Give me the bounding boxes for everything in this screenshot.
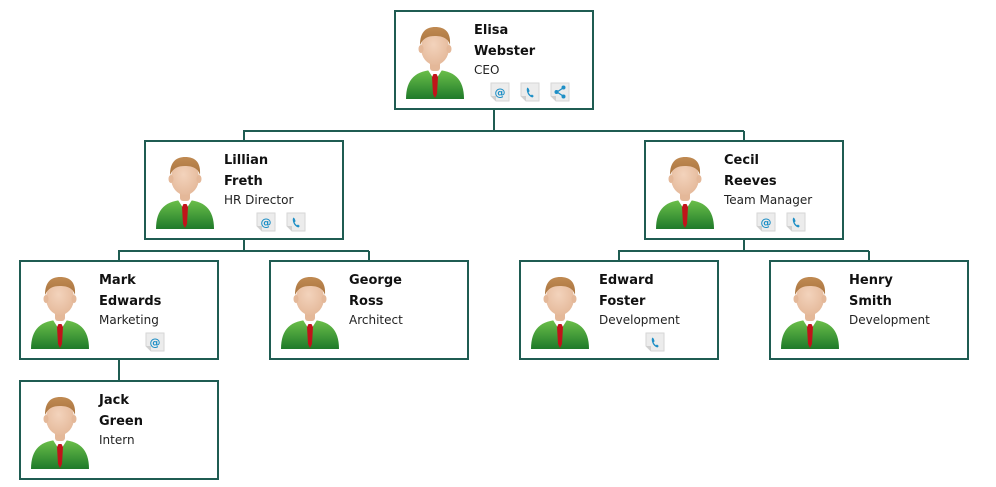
last-name: Reeves: [724, 174, 777, 189]
last-name: Webster: [474, 44, 536, 59]
job-title: Development: [599, 313, 680, 327]
person-card[interactable]: George Ross Architect: [269, 260, 469, 360]
phone-icon[interactable]: [786, 212, 806, 232]
phone-icon[interactable]: [286, 212, 306, 232]
first-name: Cecil: [724, 153, 759, 168]
person-avatar: [154, 151, 216, 231]
phone-icon[interactable]: [520, 82, 540, 102]
first-name: Jack: [99, 393, 129, 408]
first-name: Elisa: [474, 23, 509, 38]
last-name: Foster: [599, 294, 646, 309]
email-icon[interactable]: @: [145, 332, 165, 352]
svg-text:@: @: [761, 216, 772, 229]
job-title: Architect: [349, 313, 403, 327]
connector-cecil-to-reports: [618, 239, 870, 261]
first-name: Lillian: [224, 153, 269, 168]
first-name: Henry: [849, 273, 893, 288]
person-avatar: [279, 271, 341, 351]
email-icon[interactable]: @: [756, 212, 776, 232]
job-title: HR Director: [224, 193, 294, 207]
person-card[interactable]: Cecil Reeves Team Manager @: [644, 140, 844, 240]
first-name: Edward: [599, 273, 654, 288]
email-icon[interactable]: @: [490, 82, 510, 102]
share-icon[interactable]: [550, 82, 570, 102]
person-avatar: [29, 391, 91, 471]
first-name: Mark: [99, 273, 136, 288]
person-card[interactable]: Henry Smith Development: [769, 260, 969, 360]
person-avatar: [29, 271, 91, 351]
svg-text:@: @: [495, 86, 506, 99]
last-name: Smith: [849, 294, 892, 309]
email-icon[interactable]: @: [256, 212, 276, 232]
person-card[interactable]: Mark Edwards Marketing @: [19, 260, 219, 360]
svg-text:@: @: [150, 336, 161, 349]
connector-lillian-to-reports: [118, 239, 370, 261]
last-name: Ross: [349, 294, 384, 309]
first-name: George: [349, 273, 402, 288]
person-card[interactable]: Lillian Freth HR Director @: [144, 140, 344, 240]
person-card[interactable]: Elisa Webster CEO @: [394, 10, 594, 110]
person-avatar: [529, 271, 591, 351]
job-title: Marketing: [99, 313, 159, 327]
last-name: Edwards: [99, 294, 162, 309]
job-title: Team Manager: [724, 193, 813, 207]
last-name: Green: [99, 414, 143, 429]
job-title: Intern: [99, 433, 135, 447]
person-avatar: [404, 21, 466, 101]
phone-icon[interactable]: [645, 332, 665, 352]
last-name: Freth: [224, 174, 263, 189]
connector-elisa-to-managers: [243, 109, 745, 141]
job-title: Development: [849, 313, 930, 327]
job-title: CEO: [474, 63, 500, 77]
person-card[interactable]: Edward Foster Development: [519, 260, 719, 360]
person-avatar: [654, 151, 716, 231]
svg-text:@: @: [261, 216, 272, 229]
person-card[interactable]: Jack Green Intern: [19, 380, 219, 480]
person-avatar: [779, 271, 841, 351]
